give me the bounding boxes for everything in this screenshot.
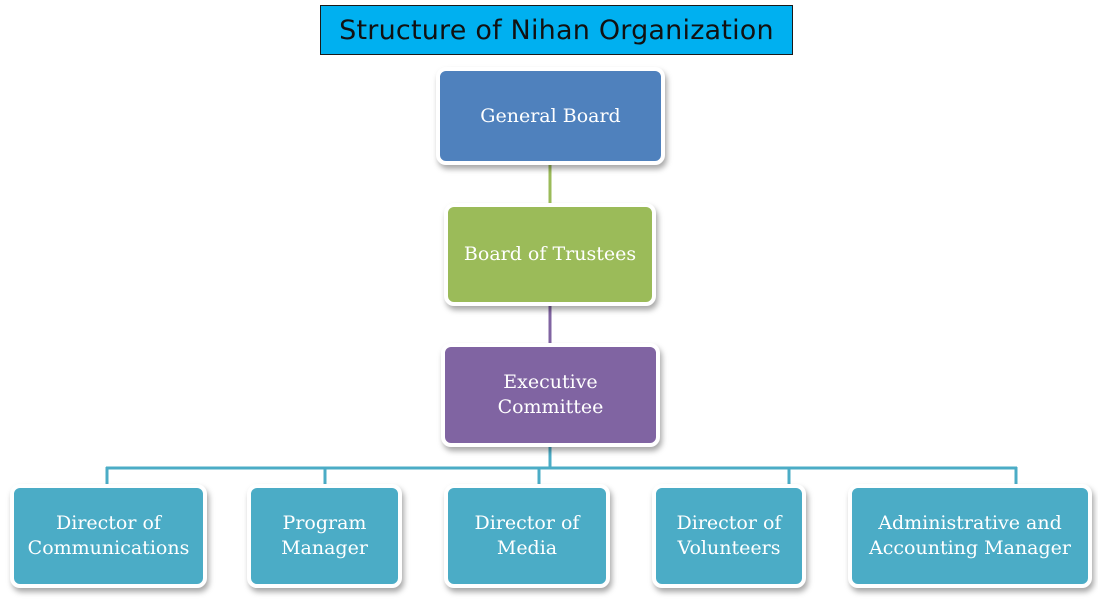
node-director-of-media: Director of Media [444, 484, 610, 588]
node-general-board: General Board [436, 67, 665, 165]
node-label: Director of Communications [27, 512, 190, 559]
chart-title: Structure of Nihan Organization [320, 5, 793, 55]
node-label: Administrative and Accounting Manager [869, 512, 1071, 559]
node-label: Director of Media [474, 512, 580, 559]
node-label: General Board [480, 104, 621, 127]
node-executive-committee: Executive Committee [441, 343, 660, 447]
node-label: Program Manager [281, 512, 368, 559]
chart-title-text: Structure of Nihan Organization [339, 14, 774, 46]
node-program-manager: Program Manager [247, 484, 402, 588]
node-board-of-trustees: Board of Trustees [444, 203, 656, 306]
node-label: Board of Trustees [463, 243, 637, 265]
node-label: Executive Committee [497, 371, 604, 418]
node-label: Director of Volunteers [676, 512, 782, 559]
node-administrative-accounting-manager: Administrative and Accounting Manager [848, 484, 1092, 588]
node-director-of-communications: Director of Communications [10, 484, 207, 588]
node-director-of-volunteers: Director of Volunteers [652, 484, 806, 588]
